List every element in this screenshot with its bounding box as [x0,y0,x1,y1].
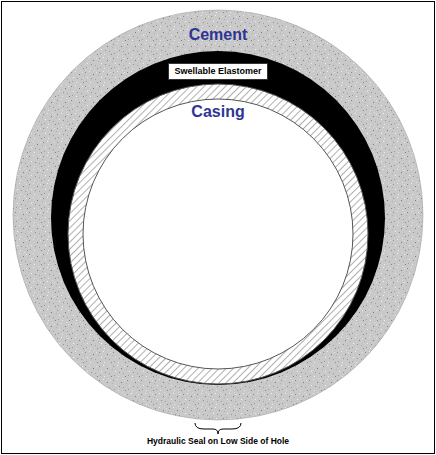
cement-sheath [13,10,423,420]
seal-note: Hydraulic Seal on Low Side of Hole [147,436,289,446]
node-text: Cement [13,26,423,44]
elastomer-ring [51,51,385,385]
node-text: Casing [191,103,244,121]
seal-bracket [195,423,241,434]
cement-region: CementSwellable ElastomerCasing [13,10,423,420]
node-text: Swellable Elastomer [174,66,261,77]
elastomer-tag: Swellable Elastomer [168,63,267,80]
casing-bore [83,99,353,369]
casing-label: Casing [187,103,248,121]
casing-wall [68,84,368,384]
